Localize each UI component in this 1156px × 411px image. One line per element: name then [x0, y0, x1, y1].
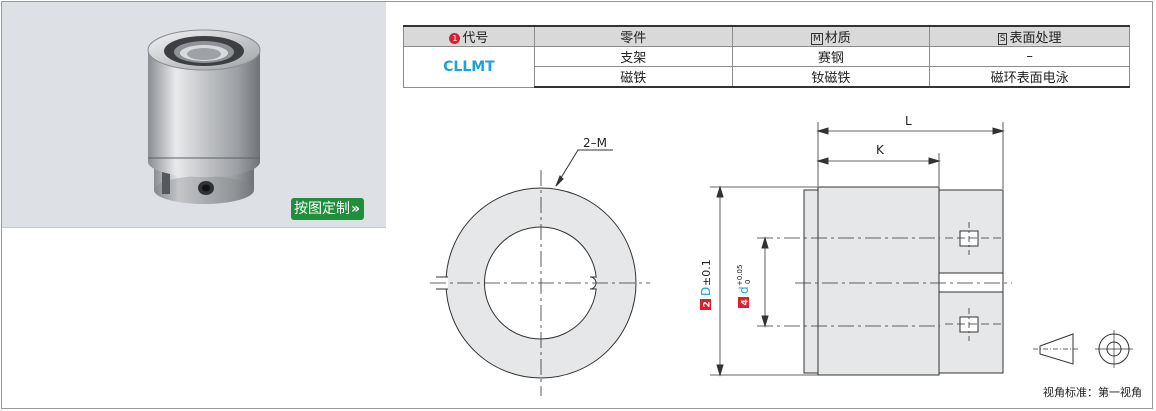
- marker-s-icon: S: [997, 33, 1008, 45]
- dim-2m-label: 2–M: [583, 136, 607, 150]
- cell-surface: 磁环表面电泳: [929, 66, 1130, 88]
- side-view: [757, 186, 1012, 376]
- dim-d-outer-label: 2 D ±0.1: [699, 259, 713, 310]
- first-angle-projection-icon: [1033, 330, 1133, 368]
- projection-standard-label: 视角标准：第一视角: [1043, 385, 1142, 399]
- cell-surface: –: [929, 46, 1130, 67]
- dim-d-inner-label: 4 d +0.05 0: [736, 265, 752, 308]
- cell-part: 磁铁: [533, 66, 733, 88]
- svg-text:d: d: [737, 286, 751, 294]
- double-chevron-icon: »: [351, 201, 361, 217]
- custom-order-button[interactable]: 按图定制»: [291, 198, 365, 220]
- svg-text:4: 4: [741, 299, 751, 305]
- table-row: 磁铁 钕磁铁 磁环表面电泳: [404, 66, 1130, 88]
- svg-text:±0.1: ±0.1: [700, 259, 713, 286]
- custom-order-label: 按图定制: [294, 201, 350, 217]
- product-code: CLLMT: [403, 46, 535, 88]
- svg-text:0: 0: [744, 280, 752, 284]
- magnet-holder-image: [147, 29, 261, 204]
- product-photo: [2, 2, 386, 227]
- svg-text:2: 2: [703, 301, 713, 307]
- marker-1-icon: 1: [449, 33, 461, 44]
- svg-text:+0.05: +0.05: [736, 265, 744, 286]
- dim-l-label: L: [905, 114, 912, 128]
- cell-part: 支架: [533, 46, 733, 67]
- dimension-lines: [710, 122, 1005, 377]
- marker-m-icon: M: [811, 33, 823, 45]
- dim-k-label: K: [876, 143, 885, 157]
- svg-text:D: D: [699, 287, 713, 296]
- header-part: 零件: [533, 25, 733, 47]
- photo-divider: [2, 227, 386, 228]
- front-view: [430, 149, 650, 396]
- cell-material: 钕磁铁: [731, 66, 931, 88]
- table-row: CLLMT 支架 赛钢 –: [403, 46, 1130, 88]
